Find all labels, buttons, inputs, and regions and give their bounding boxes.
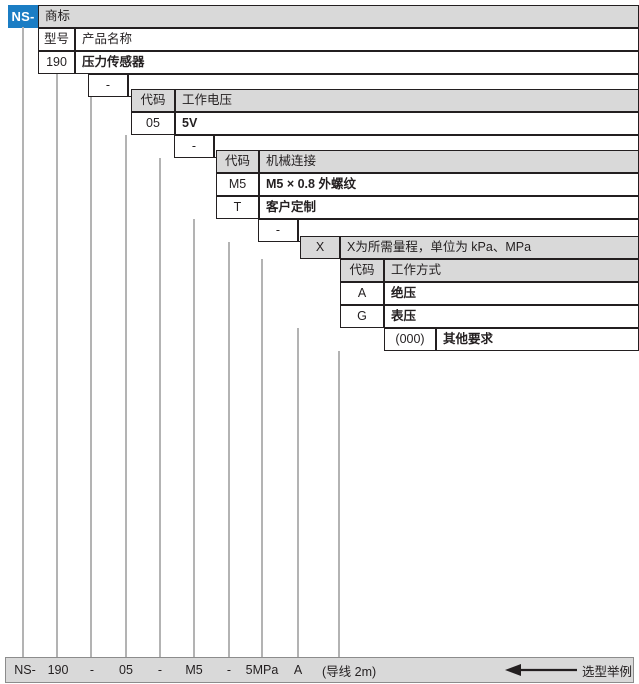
voltage-row-desc-cell: 5V (175, 112, 639, 135)
example-token-4-label: - (157, 663, 163, 677)
example-token-5: M5 (174, 657, 214, 683)
example-token-9: (导线 2m) (322, 657, 432, 683)
range-header-code-label: X (315, 240, 325, 255)
example-token-4: - (140, 657, 180, 683)
mode-row-0-desc-cell: 绝压 (384, 282, 639, 305)
model-row-code-cell: 190 (38, 51, 75, 74)
mechanical-row-0-code-label: M5 (228, 177, 247, 192)
connector-line-range (261, 259, 263, 661)
example-token-2: - (72, 657, 112, 683)
other-row-code-cell: (000) (384, 328, 436, 351)
mode-header-code-label: 代码 (349, 263, 375, 278)
other-row-desc-cell: 其他要求 (436, 328, 639, 351)
connector-line-mode (297, 328, 299, 661)
example-token-8-label: A (293, 663, 303, 677)
mode-row-1-code-cell: G (340, 305, 384, 328)
voltage-header-code-cell: 代码 (131, 89, 175, 112)
example-token-6: - (209, 657, 249, 683)
example-token-2-label: - (89, 663, 95, 677)
mode-row-0-code-label: A (357, 286, 367, 301)
example-token-3-label: 05 (119, 663, 133, 677)
connector-line-other (338, 351, 340, 661)
separator-2-cell: - (174, 135, 214, 158)
range-header-desc-cell: X为所需量程，单位为 kPa、MPa (340, 236, 639, 259)
example-token-3: 05 (106, 657, 146, 683)
connector-line-mechanical (193, 219, 195, 661)
model-header-desc-label: 产品名称 (82, 32, 133, 47)
example-token-6-label: - (226, 663, 232, 677)
model-row-desc-cell: 压力传感器 (75, 51, 639, 74)
voltage-header-desc-cell: 工作电压 (175, 89, 639, 112)
example-token-0: NS- (5, 657, 45, 683)
mechanical-header-desc-cell: 机械连接 (259, 150, 639, 173)
model-header-code-label: 型号 (43, 32, 69, 47)
mode-header-desc-label: 工作方式 (391, 263, 442, 278)
mode-header-desc-cell: 工作方式 (384, 259, 639, 282)
separator-3-cell: - (258, 219, 298, 242)
mode-header-code-cell: 代码 (340, 259, 384, 282)
mechanical-header-code-cell: 代码 (216, 150, 259, 173)
mode-row-0-desc-label: 绝压 (391, 286, 417, 301)
model-row-desc-label: 压力传感器 (82, 55, 145, 70)
brand-code-label: NS- (11, 9, 35, 24)
mode-row-0-code-cell: A (340, 282, 384, 305)
separator-1-label: - (105, 78, 111, 93)
mode-row-1-desc-cell: 表压 (384, 305, 639, 328)
connector-line-brand (22, 27, 24, 661)
other-row-code-label: (000) (395, 332, 425, 347)
example-token-9-label: (导线 2m) (322, 664, 377, 679)
example-token-7-label: 5MPa (245, 663, 279, 677)
voltage-row-code-cell: 05 (131, 112, 175, 135)
model-header-code-cell: 型号 (38, 28, 75, 51)
connector-line-voltage (125, 135, 127, 661)
mechanical-row-1-code-label: T (233, 200, 242, 215)
brand-code-badge: NS- (8, 5, 38, 28)
mechanical-row-0-code-cell: M5 (216, 173, 259, 196)
example-caption-label: 选型举例 (582, 664, 633, 679)
example-token-1: 190 (38, 657, 78, 683)
separator-1-cell: - (88, 74, 128, 97)
example-token-7: 5MPa (241, 657, 283, 683)
separator-3-label: - (275, 223, 281, 238)
voltage-header-desc-label: 工作电压 (182, 93, 233, 108)
mechanical-row-1-code-cell: T (216, 196, 259, 219)
connector-line-sep1 (90, 97, 92, 661)
separator-2-label: - (191, 139, 197, 154)
range-header-desc-label: X为所需量程，单位为 kPa、MPa (347, 240, 532, 255)
voltage-header-code-label: 代码 (140, 93, 166, 108)
brand-desc-label: 商标 (45, 9, 71, 24)
connector-line-model (56, 74, 58, 661)
mechanical-header-desc-label: 机械连接 (266, 154, 317, 169)
other-row-desc-label: 其他要求 (443, 332, 494, 347)
mechanical-header-code-label: 代码 (224, 154, 250, 169)
left-arrow-icon (505, 657, 577, 683)
model-row-code-label: 190 (46, 55, 67, 70)
example-token-8: A (278, 657, 318, 683)
mechanical-row-0-desc-label: M5 × 0.8 外螺纹 (266, 177, 356, 192)
voltage-row-code-label: 05 (146, 116, 160, 131)
mechanical-row-0-desc-cell: M5 × 0.8 外螺纹 (259, 173, 639, 196)
connector-line-sep3 (228, 242, 230, 661)
example-token-0-label: NS- (14, 663, 36, 677)
example-token-5-label: M5 (185, 663, 203, 677)
voltage-row-desc-label: 5V (182, 116, 198, 131)
brand-desc-cell: 商标 (38, 5, 639, 28)
range-header-code-cell: X (300, 236, 340, 259)
example-caption: 选型举例 (582, 657, 638, 683)
mode-row-1-code-label: G (357, 309, 367, 324)
connector-line-sep2 (159, 158, 161, 661)
example-token-1-label: 190 (47, 663, 69, 677)
mechanical-row-1-desc-cell: 客户定制 (259, 196, 639, 219)
mechanical-row-1-desc-label: 客户定制 (266, 200, 317, 215)
mode-row-1-desc-label: 表压 (391, 309, 417, 324)
model-header-desc-cell: 产品名称 (75, 28, 639, 51)
